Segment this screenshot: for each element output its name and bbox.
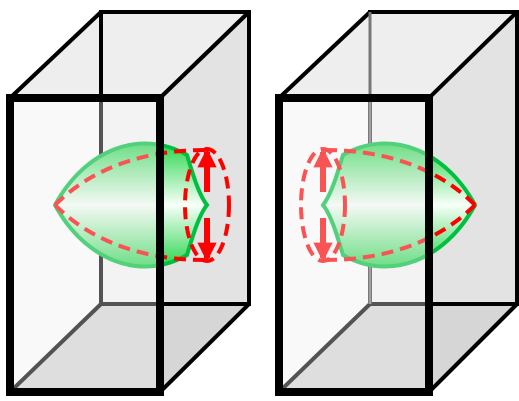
right-box-front-fill — [283, 102, 425, 388]
right-panel — [279, 12, 517, 392]
left-box-front-fill — [14, 102, 156, 388]
left-panel — [10, 12, 249, 392]
